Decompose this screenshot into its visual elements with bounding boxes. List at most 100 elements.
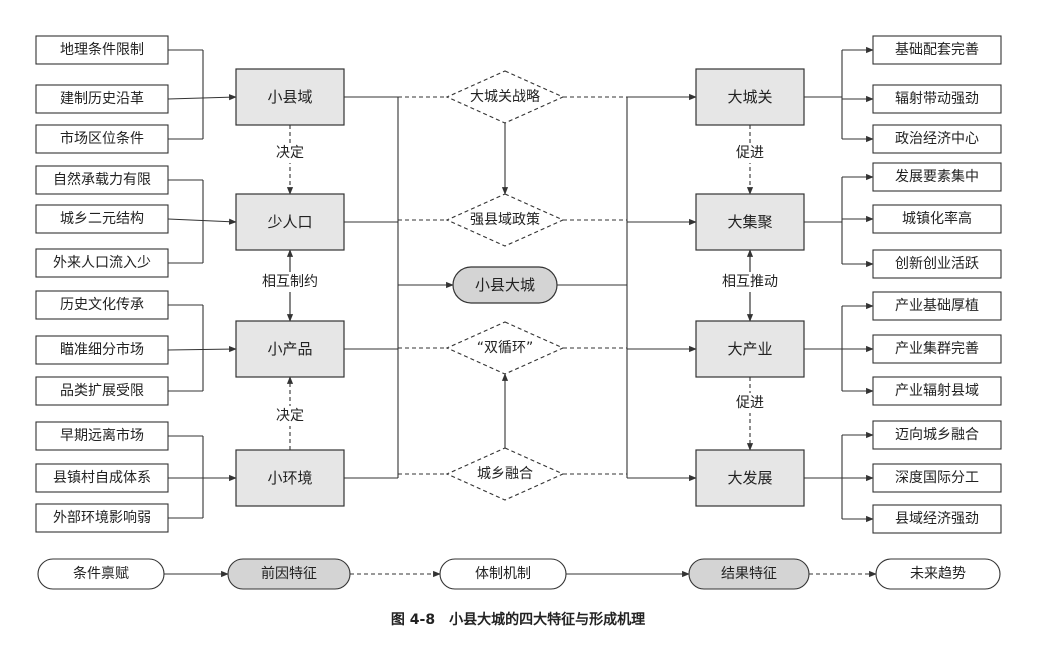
arrow-to-feature <box>167 94 237 101</box>
core-capsule <box>452 266 558 304</box>
outcome-label: 创新创业活跃 <box>895 256 979 272</box>
condition-factor-box <box>35 84 169 114</box>
legend-item <box>37 558 165 590</box>
outcome-label: 县域经济强劲 <box>895 511 979 527</box>
relation-label-bg <box>252 272 328 292</box>
outcome-box <box>872 35 1002 65</box>
outcome-label: 辐射带动强劲 <box>895 91 979 107</box>
antecedent-feature-label: 少人口 <box>267 213 312 231</box>
condition-factor-label: 历史文化传承 <box>60 297 144 313</box>
mechanism-label: 强县域政策 <box>470 211 540 228</box>
result-feature-box <box>695 449 805 507</box>
core-label: 小县大城 <box>475 276 535 294</box>
antecedent-feature-box <box>235 449 345 507</box>
condition-factor-label: 自然承载力有限 <box>53 171 151 188</box>
legend-label: 前因特征 <box>261 565 317 582</box>
condition-factor-box <box>35 503 169 533</box>
condition-factor-box <box>35 165 169 195</box>
outcome-box <box>872 420 1002 450</box>
condition-factor-box <box>35 248 169 278</box>
antecedent-feature-box <box>235 68 345 126</box>
condition-factor-box <box>35 204 169 234</box>
outcome-label: 城镇化率高 <box>902 210 972 227</box>
result-feature-label: 大发展 <box>727 469 772 487</box>
result-feature-label: 大城关 <box>727 88 772 106</box>
condition-factor-label: 外来人口流入少 <box>53 255 151 271</box>
result-feature-label: 大集聚 <box>727 213 772 231</box>
legend-item <box>875 558 1001 590</box>
outcome-label: 发展要素集中 <box>895 168 979 185</box>
relation-label: 促进 <box>736 145 764 161</box>
outcome-box <box>872 84 1002 114</box>
legend-item <box>439 558 567 590</box>
legend-label: 结果特征 <box>721 566 777 582</box>
outcome-box <box>872 249 1002 279</box>
legend-label: 条件禀赋 <box>73 565 129 582</box>
antecedent-feature-box <box>235 320 345 378</box>
outcome-label: 产业集群完善 <box>895 340 979 357</box>
legend-item <box>227 558 351 590</box>
mechanism-diamond <box>445 447 565 501</box>
condition-factor-label: 市场区位条件 <box>60 130 144 147</box>
condition-factor-label: 瞄准细分市场 <box>60 341 144 358</box>
arrow-to-feature <box>167 346 237 353</box>
result-feature-box <box>695 68 805 126</box>
relation-label: 相互制约 <box>262 274 318 290</box>
outcome-box <box>872 504 1002 534</box>
condition-factor-label: 地理条件限制 <box>60 41 144 58</box>
antecedent-feature-label: 小县域 <box>267 88 312 106</box>
outcome-box <box>872 124 1002 154</box>
outcome-label: 基础配套完善 <box>895 41 979 58</box>
condition-factor-label: 县镇村自成体系 <box>53 470 151 486</box>
result-feature-box <box>695 193 805 251</box>
legend-label: 未来趋势 <box>910 566 966 582</box>
figure-caption: 图 4-8 小县大城的四大特征与形成机理 <box>391 611 645 628</box>
result-feature-label: 大产业 <box>727 340 772 358</box>
mechanism-diamond <box>445 70 565 124</box>
outcome-box <box>872 162 1002 192</box>
outcome-box <box>872 376 1002 406</box>
mechanism-diamond <box>445 321 565 375</box>
result-feature-box <box>695 320 805 378</box>
antecedent-feature-label: 小环境 <box>267 469 312 487</box>
condition-factor-label: 城乡二元结构 <box>60 211 144 227</box>
outcome-label: 深度国际分工 <box>895 470 979 486</box>
antecedent-feature-label: 小产品 <box>267 340 312 358</box>
relation-label-bg <box>252 406 328 426</box>
condition-factor-box <box>35 421 169 451</box>
relation-label-bg <box>712 272 788 292</box>
relation-label: 决定 <box>276 145 304 161</box>
relation-label: 决定 <box>276 408 304 424</box>
outcome-box <box>872 291 1002 321</box>
mechanism-label: 城乡融合 <box>477 466 533 482</box>
mechanism-label: 大城关战略 <box>470 89 540 105</box>
condition-factor-box <box>35 35 169 65</box>
relation-label: 相互推动 <box>722 274 778 290</box>
outcome-box <box>872 463 1002 493</box>
legend-label: 体制机制 <box>475 566 531 582</box>
outcome-label: 政治经济中心 <box>895 131 979 147</box>
outcome-label: 迈向城乡融合 <box>895 427 979 443</box>
relation-label: 促进 <box>736 395 764 411</box>
condition-factor-label: 外部环境影响弱 <box>53 510 151 526</box>
antecedent-feature-box <box>235 193 345 251</box>
condition-factor-box <box>35 376 169 406</box>
outcome-label: 产业辐射县域 <box>895 383 979 399</box>
condition-factor-label: 建制历史沿革 <box>60 91 144 107</box>
relation-label-bg <box>712 143 788 163</box>
condition-factor-box <box>35 290 169 320</box>
outcome-box <box>872 204 1002 234</box>
condition-factor-box <box>35 463 169 493</box>
outcome-label: 产业基础厚植 <box>895 297 979 314</box>
condition-factor-label: 品类扩展受限 <box>60 383 144 399</box>
condition-factor-box <box>35 124 169 154</box>
condition-factor-box <box>35 335 169 365</box>
arrow-to-feature <box>167 218 237 225</box>
condition-factor-label: 早期远离市场 <box>60 427 144 444</box>
legend-item <box>688 558 810 590</box>
relation-label-bg <box>252 143 328 163</box>
outcome-box <box>872 334 1002 364</box>
mechanism-diamond <box>445 193 565 247</box>
